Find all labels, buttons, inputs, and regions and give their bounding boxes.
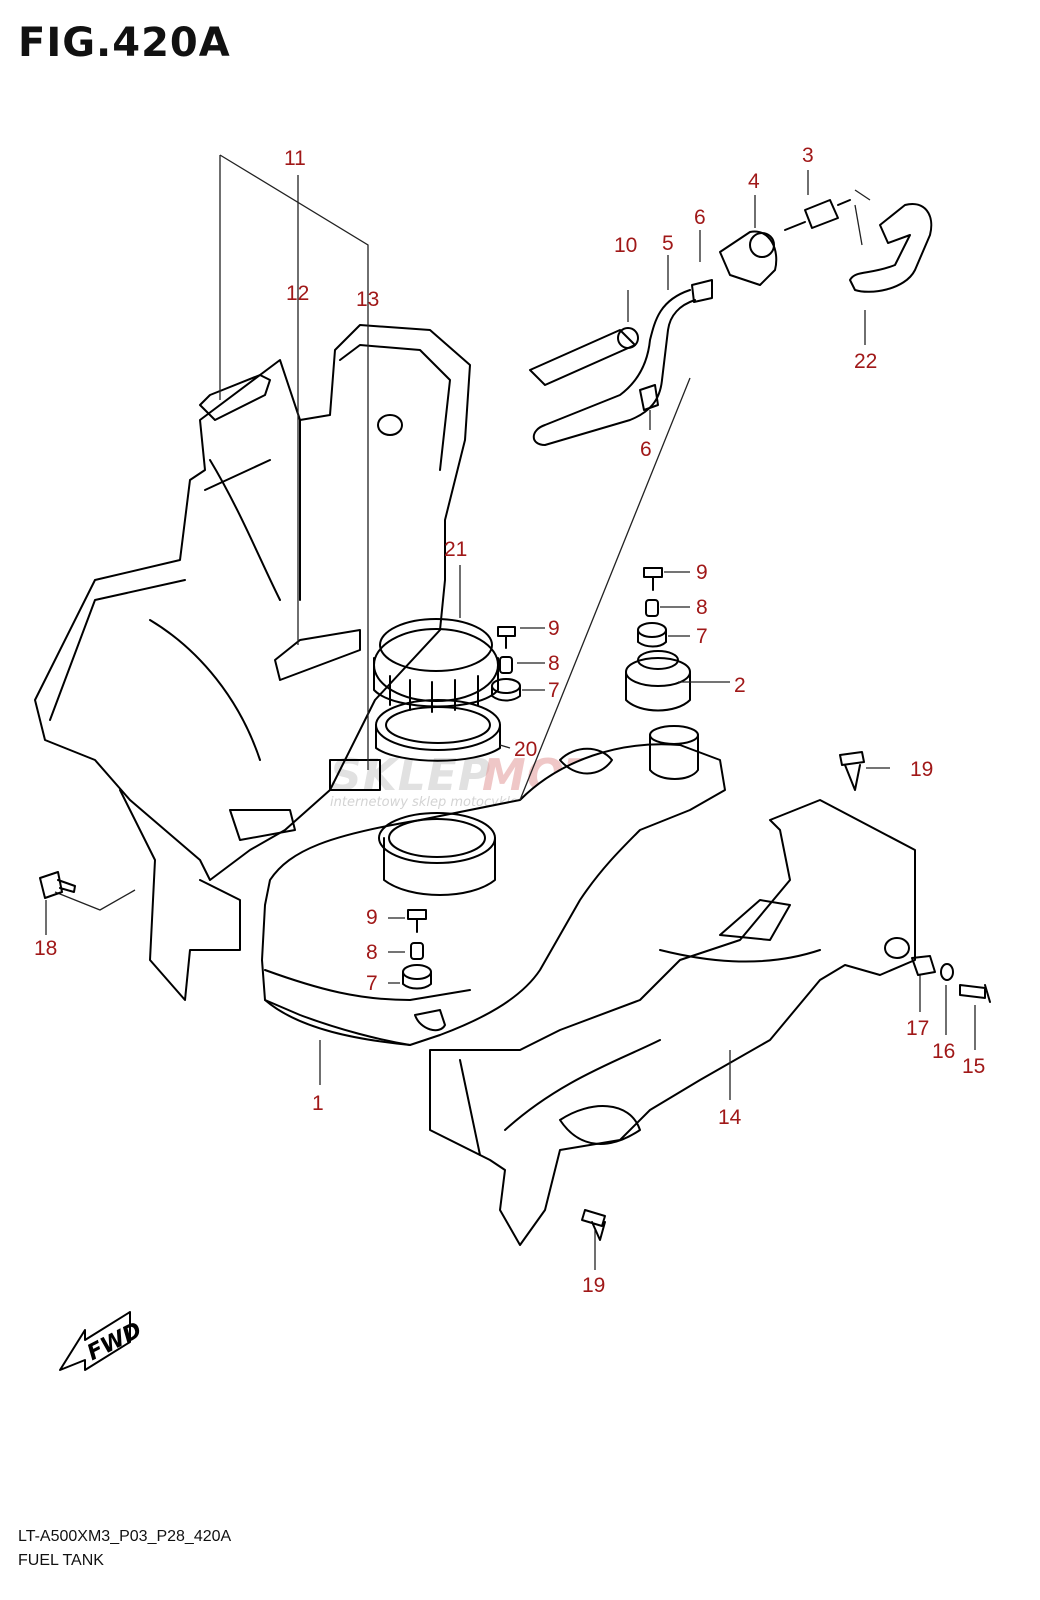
leader-bracket-11-13 <box>219 154 369 770</box>
bolt-18 <box>39 871 76 899</box>
callout-labels: 1 2 3 4 5 6 6 7 7 7 8 8 8 9 9 9 10 11 12… <box>34 144 985 1297</box>
fuel-tank <box>261 725 726 1046</box>
fuel-cap <box>625 650 691 712</box>
callout-5: 5 <box>662 232 674 255</box>
tank-cover-left <box>34 324 471 1001</box>
callout-13: 13 <box>356 288 379 311</box>
callout-3: 3 <box>802 144 814 167</box>
hardware-set-c <box>402 909 432 990</box>
diagram-name: FUEL TANK <box>18 1552 104 1569</box>
bolt-15 <box>959 984 991 1003</box>
callout-14: 14 <box>718 1106 742 1129</box>
pump-gasket <box>375 699 501 762</box>
callout-15: 15 <box>962 1055 985 1078</box>
callout-4: 4 <box>748 170 760 193</box>
callout-19b: 19 <box>582 1274 605 1297</box>
callout-9a: 9 <box>548 617 560 640</box>
diagram-code: LT-A500XM3_P03_P28_420A <box>18 1528 232 1545</box>
callout-6b: 6 <box>640 438 652 461</box>
side-cover-right <box>429 799 916 1246</box>
leader-lines <box>45 170 976 1270</box>
figure-title: FIG.420A <box>18 20 231 66</box>
callout-9b: 9 <box>696 561 708 584</box>
fwd-direction-arrow: FWD <box>59 1311 146 1371</box>
callout-8c: 8 <box>366 941 378 964</box>
callout-16: 16 <box>932 1040 955 1063</box>
watermark-brand-left: SKLEP <box>330 750 491 801</box>
hardware-set-b <box>637 567 667 648</box>
callout-1: 1 <box>312 1092 324 1115</box>
callout-8a: 8 <box>548 652 560 675</box>
callout-7b: 7 <box>696 625 708 648</box>
hardware-set-a <box>491 626 521 702</box>
callout-7c: 7 <box>366 972 378 995</box>
washer-16 <box>940 963 954 981</box>
callout-12: 12 <box>286 282 309 305</box>
callout-18: 18 <box>34 937 57 960</box>
collar-17 <box>911 955 936 976</box>
callout-6a: 6 <box>694 206 706 229</box>
callout-22: 22 <box>854 350 877 373</box>
callout-20: 20 <box>514 738 537 761</box>
callout-19a: 19 <box>910 758 933 781</box>
clip-19-lower <box>581 1209 606 1241</box>
callout-9c: 9 <box>366 906 378 929</box>
callout-21: 21 <box>444 538 467 561</box>
callout-11: 11 <box>284 147 306 170</box>
breather-hose-assembly <box>529 189 933 446</box>
callout-7a: 7 <box>548 679 560 702</box>
callout-8b: 8 <box>696 596 708 619</box>
callout-10: 10 <box>614 234 637 257</box>
callout-17: 17 <box>906 1017 929 1040</box>
clip-19-upper <box>839 751 865 791</box>
callout-2: 2 <box>734 674 746 697</box>
